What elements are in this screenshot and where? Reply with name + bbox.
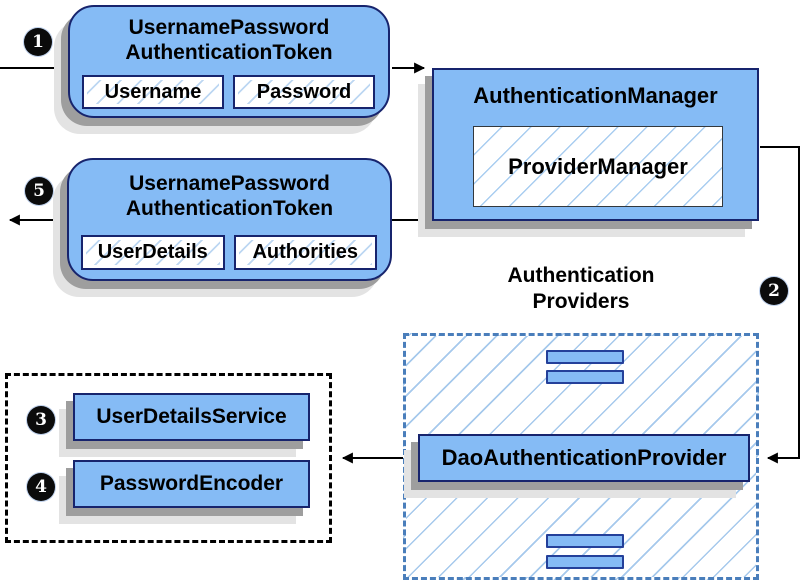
request-token-title-line1: UsernamePassword xyxy=(128,16,330,39)
password-field-box: Password xyxy=(233,75,375,109)
authentication-manager-title: AuthenticationManager xyxy=(473,83,718,108)
result-token-title-line1: UsernamePassword xyxy=(129,172,330,195)
request-token-box: UsernamePassword AuthenticationToken Use… xyxy=(68,5,390,118)
request-token-fields: Username Password xyxy=(82,75,375,109)
providers-label-line2: Providers xyxy=(532,290,630,313)
arrow-manager-to-dao xyxy=(760,146,800,464)
step-badge-4: 4 xyxy=(27,473,55,501)
request-token-title-line2: AuthenticationToken xyxy=(125,41,333,64)
provider-manager-box: ProviderManager xyxy=(473,126,723,207)
provider-stack-bar-top-1 xyxy=(546,350,624,364)
authentication-manager-box: AuthenticationManager ProviderManager xyxy=(432,68,759,221)
step-badge-5: 5 xyxy=(25,177,53,205)
step-badge-3: 3 xyxy=(27,406,55,434)
user-details-field-box: UserDetails xyxy=(81,235,225,270)
step-badge-1: 1 xyxy=(24,28,52,56)
user-details-service-box: UserDetailsService xyxy=(73,393,310,441)
provider-stack-bar-top-2 xyxy=(546,370,624,384)
authentication-providers-label: Authentication Providers xyxy=(451,263,711,315)
result-token-title-line2: AuthenticationToken xyxy=(125,197,334,220)
provider-stack-bar-bottom-2 xyxy=(546,555,624,569)
services-group-box xyxy=(5,373,332,543)
authorities-field-box: Authorities xyxy=(233,235,377,270)
password-encoder-box: PasswordEncoder xyxy=(73,460,310,508)
provider-stack-bar-bottom-1 xyxy=(546,534,624,548)
result-token-box: UsernamePassword AuthenticationToken Use… xyxy=(67,158,392,281)
providers-label-line1: Authentication xyxy=(507,264,655,287)
dao-authentication-provider-box: DaoAuthenticationProvider xyxy=(418,434,750,482)
step-badge-2: 2 xyxy=(760,277,788,305)
username-field-box: Username xyxy=(82,75,224,109)
result-token-fields: UserDetails Authorities xyxy=(81,235,377,270)
